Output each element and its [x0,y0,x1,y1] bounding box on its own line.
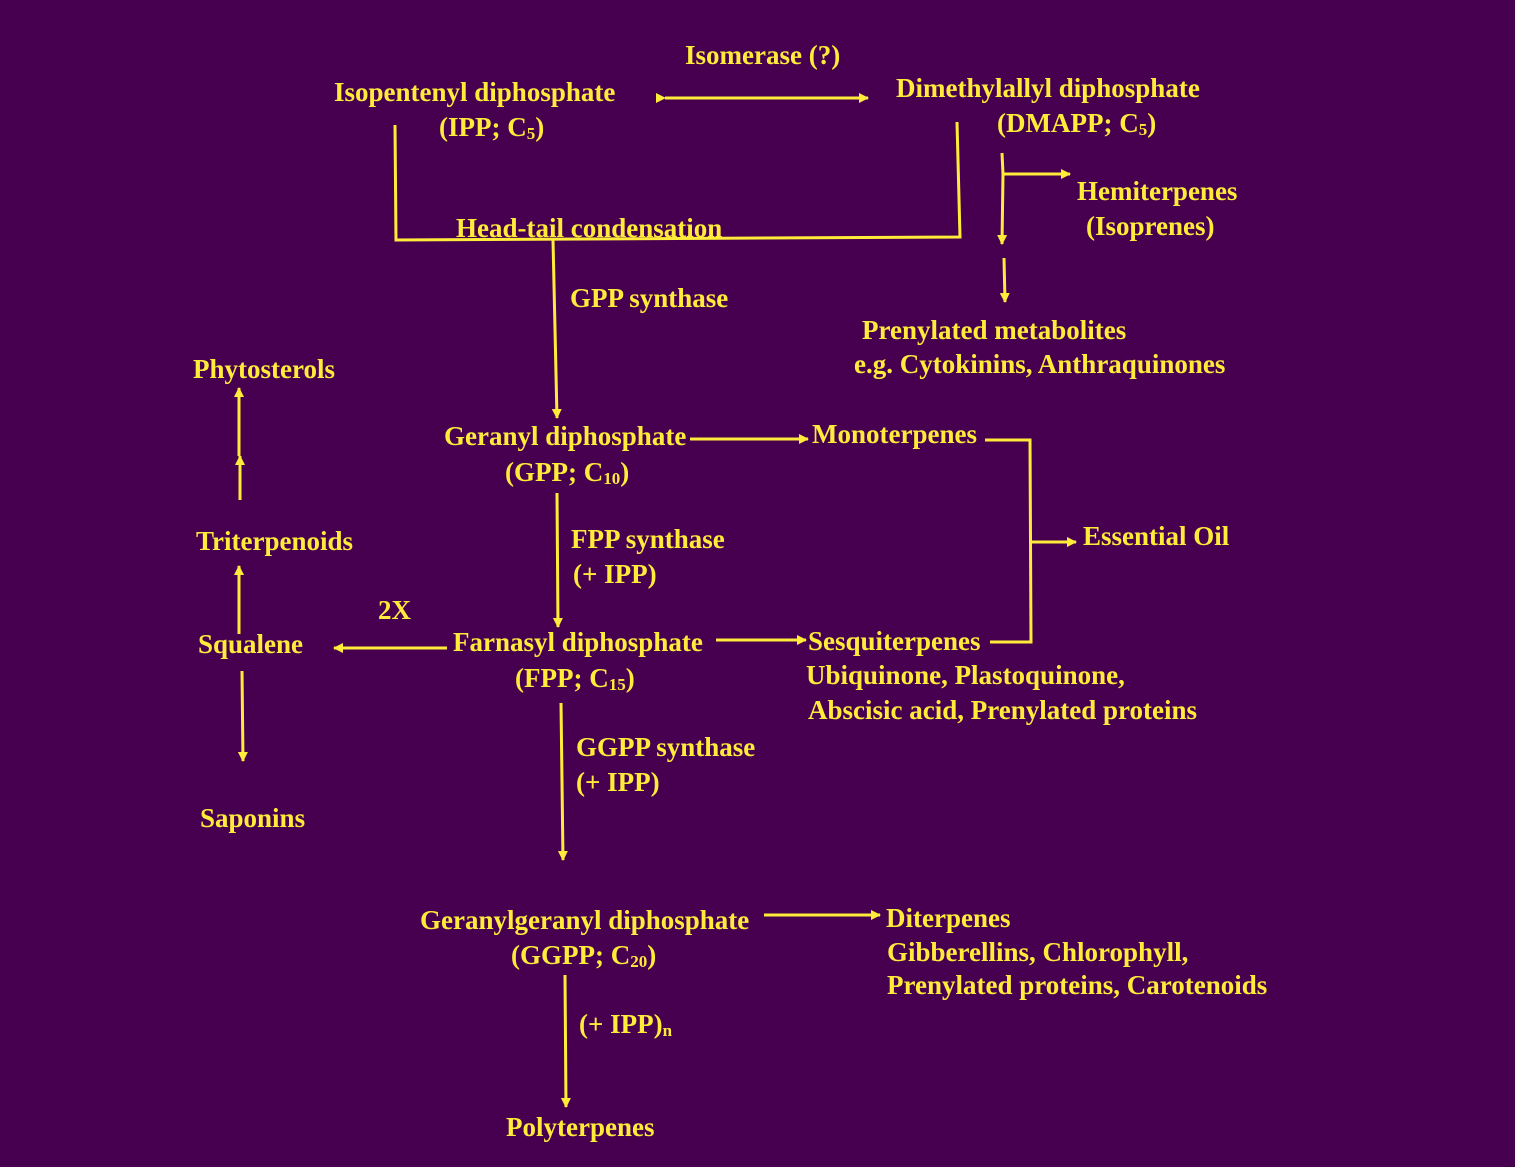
gpp-node-formula: (GPP; C10) [505,457,630,488]
ipp-node-formula: (IPP; C5) [439,112,545,143]
fpp-synthase-ipp-label: (+ IPP) [573,559,657,589]
diterpene-products-line1: Gibberellins, Chlorophyll, [887,937,1189,967]
condensation-connector [393,121,962,242]
essential-oil-node: Essential Oil [1083,521,1230,551]
dmapp-node-formula: (DMAPP; C5) [997,108,1157,139]
gpp-synthase-arrow [551,239,562,419]
prenylated-examples-label: e.g. Cytokinins, Anthraquinones [854,349,1226,379]
squalene-node: Squalene [198,629,304,659]
dmapp-node-name: Dimethylallyl diphosphate [896,73,1200,103]
squalene-to-saponins-arrow [237,670,248,762]
hemiterpenes-node: Hemiterpenes [1077,176,1238,206]
phytosterols-node: Phytosterols [193,354,335,384]
prenylated-metabolites-node: Prenylated metabolites [862,315,1127,345]
ggpp-node-name: Geranylgeranyl diphosphate [420,905,750,935]
essential-oil-bracket [985,438,1033,644]
gpp-synthase-label: GPP synthase [570,283,729,313]
diterpenes-node: Diterpenes [886,903,1011,933]
polyterpenes-arrow [560,974,571,1108]
fpp-synthase-arrow [552,492,563,628]
fpp-synthase-label: FPP synthase [571,524,725,554]
ggpp-synthase-ipp-label: (+ IPP) [576,767,660,797]
saponins-node: Saponins [200,803,306,833]
ipp-node-name: Isopentenyl diphosphate [334,77,616,107]
sesquiterpene-products-line1: Ubiquinone, Plastoquinone, [806,660,1125,690]
prenylated-metabolites-arrow [999,257,1010,303]
isomerase-label: Isomerase (?) [685,40,841,70]
condensation-label: Head-tail condensation [456,213,723,243]
ggpp-synthase-label: GGPP synthase [576,732,756,762]
sesquiterpene-products-line2: Abscisic acid, Prenylated proteins [808,695,1197,725]
ggpp-node-formula: (GGPP; C20) [511,940,657,971]
dmapp-down-arrow [997,173,1008,245]
sesquiterpenes-node: Sesquiterpenes [808,626,981,656]
dmapp-to-hemiterpenes-arrow [1000,152,1071,179]
polyterpene-step-label: (+ IPP)n [579,1009,673,1040]
isoprenes-node: (Isoprenes) [1086,211,1215,241]
ggpp-synthase-arrow [557,702,568,861]
fpp-node-name: Farnasyl diphosphate [453,627,703,657]
diterpene-products-line2: Prenylated proteins, Carotenoids [887,970,1268,1000]
polyterpenes-node: Polyterpenes [506,1112,655,1142]
monoterpenes-node: Monoterpenes [812,419,977,449]
triterpenoids-node: Triterpenoids [196,526,353,556]
two-x-label: 2X [378,595,411,625]
gpp-node-name: Geranyl diphosphate [444,421,687,451]
fpp-node-formula: (FPP; C15) [515,663,635,694]
